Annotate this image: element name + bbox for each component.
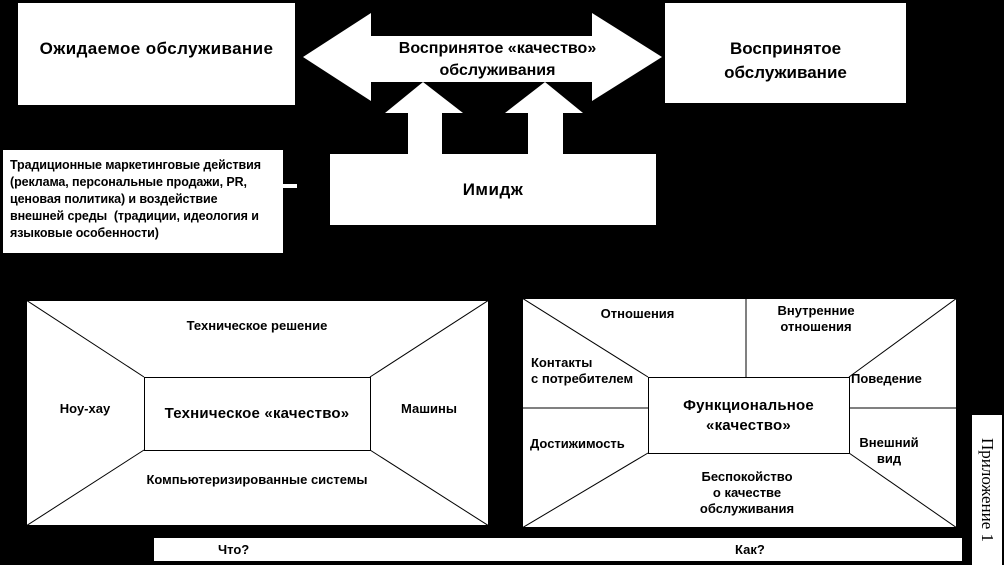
technical-top-label: Техническое решение (186, 318, 328, 333)
functional-quality-line2: «качество» (706, 417, 791, 434)
appendix-tab: Приложение 1 (972, 415, 1002, 565)
functional-relations-label: Отношения (600, 306, 675, 321)
functional-behaviour-label: Поведение (851, 371, 922, 386)
marketing-line4: внешней среды (традиции, идеология и (10, 209, 259, 223)
expected-service-box: Ожидаемое обслуживание (18, 3, 295, 105)
expected-service-label: Ожидаемое обслуживание (39, 39, 274, 58)
perceived-quality-line1: Воспринятое «качество» (398, 40, 597, 57)
technical-left-label: Ноу-хау (59, 401, 111, 416)
contacts-line2: с потребителем (531, 371, 634, 386)
concern-line3: обслуживания (699, 501, 795, 516)
connector-dash (283, 184, 297, 188)
marketing-factors-box: Традиционные маркетинговые действия (рек… (3, 150, 283, 253)
marketing-line1: Традиционные маркетинговые действия (10, 158, 261, 172)
perceived-service-line1: Воспринятое (729, 39, 842, 58)
technical-quality-label: Техническое «качество» (164, 404, 350, 422)
appendix-label: Приложение 1 (978, 438, 997, 542)
technical-quality-center-box: Техническое «качество» (145, 378, 369, 449)
technical-bottom-label: Компьютеризированные системы (146, 472, 368, 487)
functional-internal-relations-label: Внутренние отношения (755, 303, 877, 335)
concern-line2: о качестве (712, 485, 782, 500)
concern-line1: Беспокойство (701, 469, 793, 484)
internal-relations-line2: отношения (780, 319, 852, 334)
perceived-quality-label: Воспринятое «качество» обслуживания (318, 38, 677, 82)
internal-relations-line1: Внутренние (777, 303, 855, 318)
appearance-line2: вид (876, 451, 902, 466)
footer-bar: Что? Как? (154, 538, 962, 561)
up-arrow-left (385, 82, 463, 154)
functional-quality-center-box: Функциональное «качество» (649, 379, 848, 453)
technical-right-label: Машины (401, 401, 457, 416)
perceived-service-box: Воспринятое обслуживание (665, 3, 906, 103)
contacts-line1: Контакты (531, 355, 593, 370)
how-label: Как? (735, 542, 765, 557)
up-arrow-right (505, 82, 583, 154)
functional-appearance-label: Внешний вид (848, 435, 930, 467)
marketing-line5: языковые особенности) (10, 226, 159, 240)
image-box: Имидж (330, 154, 656, 225)
marketing-line2: (реклама, персональные продажи, PR, (10, 175, 247, 189)
perceived-quality-line2: обслуживания (439, 62, 556, 79)
image-label: Имидж (462, 179, 524, 199)
marketing-line3: ценовая политика) и воздействие (10, 192, 218, 206)
functional-accessibility-label: Достижимость (530, 436, 625, 451)
what-label: Что? (218, 542, 250, 557)
functional-concern-label: Беспокойство о качестве обслуживания (688, 469, 806, 517)
perceived-service-line2: обслуживание (724, 63, 847, 82)
functional-quality-line1: Функциональное (683, 397, 814, 414)
appearance-line1: Внешний (859, 435, 919, 450)
functional-contacts-label: Контакты с потребителем (531, 355, 661, 387)
